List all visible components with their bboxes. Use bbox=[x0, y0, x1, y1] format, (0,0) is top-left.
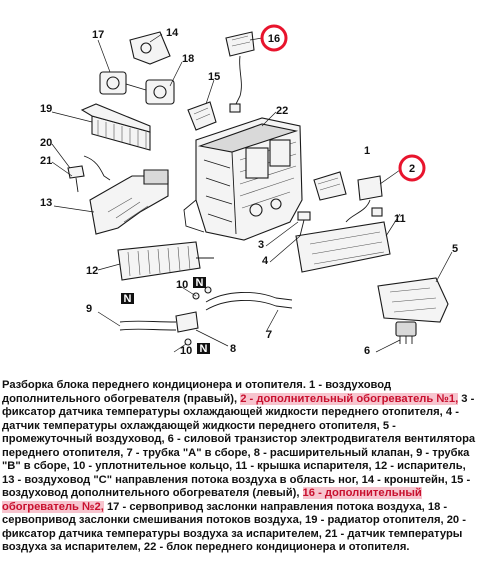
evaporator-temp-sensor bbox=[67, 155, 111, 193]
n-badge: N bbox=[193, 277, 206, 289]
blower-power-transistor bbox=[395, 321, 417, 344]
callout-6: 6 bbox=[364, 345, 370, 357]
callout-2: 2 bbox=[409, 163, 415, 175]
caption-text: Разборка блока переднего кондиционера и … bbox=[2, 379, 392, 405]
callout-10-top: 10 bbox=[176, 279, 188, 291]
callout-17: 17 bbox=[92, 29, 104, 41]
callout-18: 18 bbox=[182, 53, 194, 65]
aux-heater-1 bbox=[313, 171, 383, 223]
callout-3: 3 bbox=[258, 239, 264, 251]
callout-16: 16 bbox=[268, 33, 280, 45]
caption-text: 17 - сервопривод заслонки направления по… bbox=[2, 500, 466, 554]
callout-10-bottom: 10 bbox=[180, 345, 192, 357]
callout-8: 8 bbox=[230, 343, 236, 355]
callout-7: 7 bbox=[266, 329, 272, 341]
main-hvac-unit bbox=[183, 117, 303, 241]
caption-text: 3 - фиксатор датчика температуры охлажда… bbox=[2, 392, 476, 500]
callout-1: 1 bbox=[364, 145, 370, 157]
callout-21: 21 bbox=[40, 155, 52, 167]
caption-highlight: 2 - дополнительный обогреватель №1, bbox=[240, 392, 459, 405]
aux-heater-2 bbox=[225, 31, 255, 113]
callout-12: 12 bbox=[86, 265, 98, 277]
n-badge: N bbox=[121, 293, 134, 305]
heater-core bbox=[80, 103, 151, 151]
callout-20: 20 bbox=[40, 137, 52, 149]
foot-air-duct bbox=[89, 169, 169, 235]
callout-19: 19 bbox=[40, 103, 52, 115]
aux-heater-duct-left bbox=[187, 101, 217, 131]
intermediate-duct bbox=[377, 277, 449, 323]
servo-assembly bbox=[99, 31, 175, 105]
callout-13: 13 bbox=[40, 197, 52, 209]
callout-4: 4 bbox=[262, 255, 269, 267]
callout-11: 11 bbox=[394, 213, 406, 225]
callout-14: 14 bbox=[166, 27, 179, 39]
coolant-temp-sensor bbox=[297, 211, 311, 237]
svg-text:N: N bbox=[196, 277, 204, 289]
callout-16-highlight bbox=[260, 24, 288, 52]
callout-22: 22 bbox=[276, 105, 288, 117]
leader-lines bbox=[51, 33, 453, 353]
n-badge: N bbox=[197, 343, 210, 355]
svg-text:N: N bbox=[124, 293, 132, 305]
callout-15: 15 bbox=[208, 71, 220, 83]
exploded-parts-diagram: N N N 17 14 18 16 15 22 19 20 21 13 1 2 … bbox=[40, 24, 458, 357]
refrigerant-tubes bbox=[119, 286, 293, 346]
svg-text:N: N bbox=[200, 343, 208, 355]
evaporator-cover bbox=[295, 221, 391, 273]
evaporator bbox=[117, 241, 214, 281]
callout-2-highlight bbox=[398, 154, 426, 182]
callout-5: 5 bbox=[452, 243, 458, 255]
diagram-caption: Разборка блока переднего кондиционера и … bbox=[2, 379, 478, 583]
callout-9: 9 bbox=[86, 303, 92, 315]
